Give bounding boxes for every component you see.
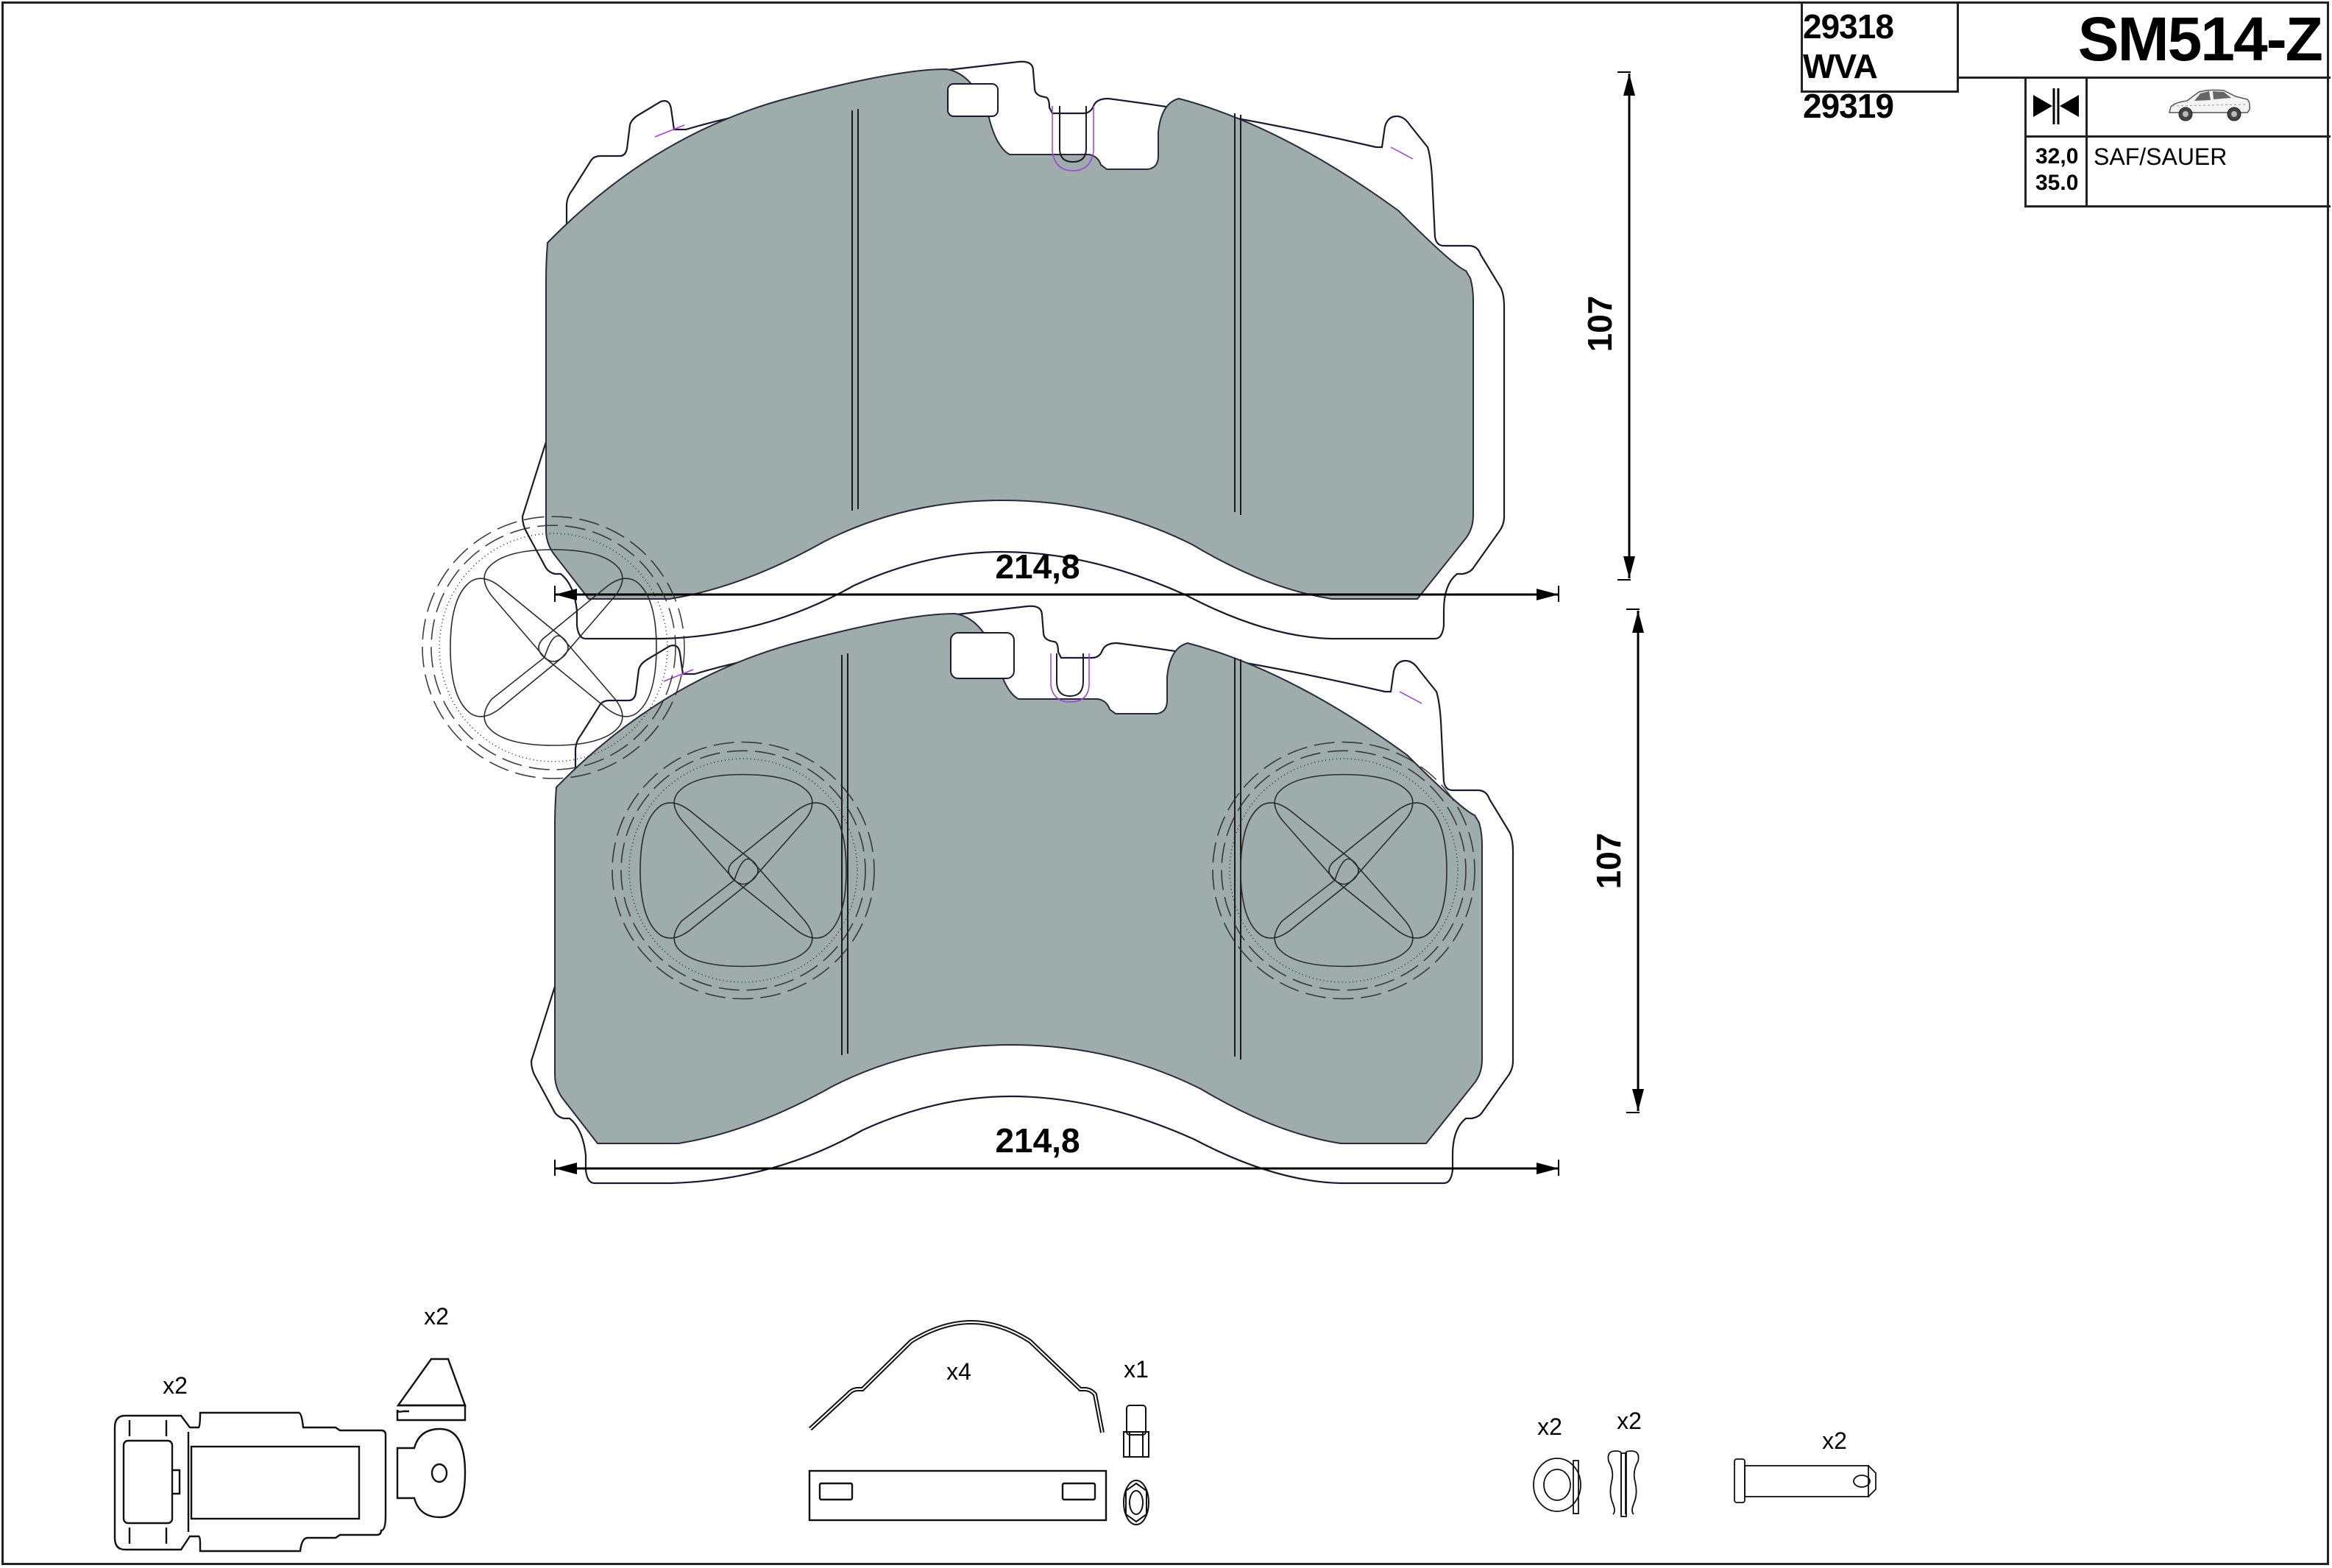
thickness-value: 32,0 [2035,144,2079,168]
washer-icon [1533,1458,1581,1514]
thickness-value: 35.0 [2035,171,2079,195]
reference-number: WVA 29319 [1803,46,1894,125]
width-dimension: 214,8 [995,1121,1080,1160]
quantity-label: x2 [163,1372,188,1399]
width-dimension: 214,8 [995,547,1080,586]
height-dimension: 107 [1589,833,1628,890]
hex-nut-icon [1123,1405,1149,1525]
accessories-row: x2 x2 x4 x1 [113,1303,1876,1553]
quantity-label: x2 [1617,1408,1642,1434]
thickness-icon-cell [2027,77,2088,138]
quantity-label: x4 [946,1358,971,1385]
spring-and-bar-icon [808,1319,1107,1522]
quantity-label: x2 [424,1303,449,1330]
product-code: SM514-Z [2077,4,2323,74]
thickness-values: 32,0 35.0 [2027,138,2088,205]
quantity-label: x2 [1822,1427,1847,1454]
quantity-label: x2 [1537,1413,1562,1440]
product-code-box: SM514-Z [1957,1,2331,79]
vehicle-icon-cell [2088,77,2331,138]
car-icon [2169,89,2250,121]
pad-bottom-view: 214,8 107 [422,516,1644,1185]
retainer-clip-icon [396,1358,467,1519]
wear-marking [422,516,685,779]
wear-sensor-plate-icon [113,1411,387,1553]
application-name: SAF/SAUER [2094,143,2228,170]
reference-number: WVA 29318 [1803,0,1894,46]
pad-top-view: 214,8 107 [521,60,1635,640]
clevis-pin-icon [1734,1458,1876,1503]
quantity-label: x1 [1124,1356,1149,1383]
r-clip-icon [1607,1450,1640,1517]
spec-table: 32,0 35.0 SAF/SAUER [2024,77,2331,207]
height-dimension: 107 [1581,296,1619,352]
application-cell: SAF/SAUER [2088,138,2331,205]
reference-numbers: WVA 29318 WVA 29319 [1801,0,1959,125]
thickness-arrows-icon [2033,88,2079,124]
